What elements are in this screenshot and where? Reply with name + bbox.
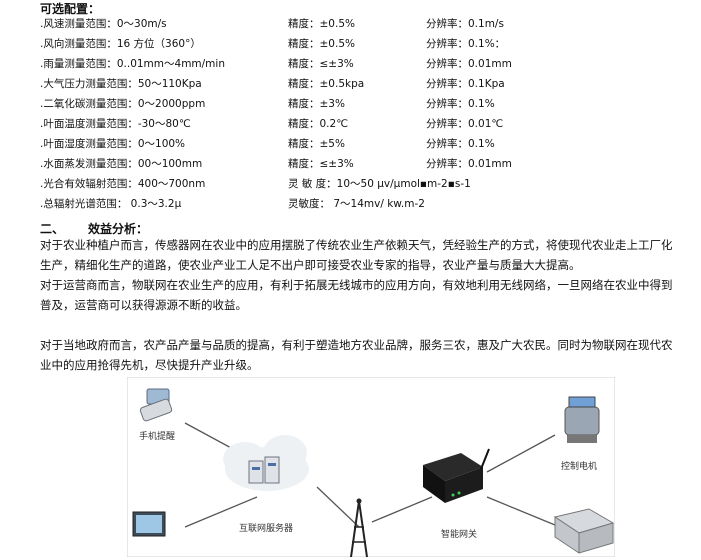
spec-range: .总辐射光谱范围： 0.3～3.2μ <box>40 198 182 210</box>
spec-precision: 灵敏度： 7～14mv/ kw.m-2 <box>288 198 425 210</box>
spec-precision: 精度：0.2℃ <box>288 118 348 130</box>
spec-precision: 精度：±0.5kpa <box>288 78 365 90</box>
paragraph-farmers: 对于农业种植户而言，传感器网在农业中的应用摆脱了传统农业生产依赖天气，凭经验生产… <box>40 238 673 272</box>
link-gateway-sensor <box>486 496 556 526</box>
server-icon <box>248 456 280 484</box>
spec-resolution: 分辨率：0.01mm <box>426 158 512 170</box>
paragraph-government: 对于当地政府而言，农产品产量与品质的提高，有利于塑造地方农业品牌，服务三农，惠及… <box>40 338 673 372</box>
link-tower-gateway <box>371 496 433 523</box>
link-gateway-motor <box>486 434 556 473</box>
options-heading: 可选配置： <box>40 2 101 16</box>
spec-resolution: 分辨率：0.01℃ <box>426 118 504 130</box>
section-number: 二、 <box>40 222 65 236</box>
computer-icon <box>132 511 166 537</box>
spec-precision: 精度：±0.5% <box>288 18 355 30</box>
network-diagram: 手机提醒 互联网服务器 <box>126 376 616 558</box>
phone-icon <box>139 388 173 422</box>
server-label: 互联网服务器 <box>239 522 293 534</box>
gateway-label: 智能网关 <box>441 528 477 540</box>
spec-precision: 精度：≤±3% <box>288 158 354 170</box>
spec-resolution: 分辨率：0.1%： <box>426 38 506 50</box>
motor-label: 控制电机 <box>561 460 597 472</box>
spec-resolution: 分辨率：0.01mm <box>426 58 512 70</box>
spec-range: .风向测量范围：16 方位（360°） <box>40 38 201 50</box>
spec-resolution: 分辨率：0.1Kpa <box>426 78 505 90</box>
spec-resolution: 分辨率：0.1% <box>426 98 495 110</box>
sensor-box-icon <box>553 508 615 554</box>
link-server-tower <box>316 486 360 528</box>
spec-precision: 精度：±3% <box>288 98 345 110</box>
spec-range: .光合有效辐射范围：400～700nm <box>40 178 206 190</box>
spec-resolution: 分辨率：0.1% <box>426 138 495 150</box>
spec-range: .风速测量范围：0～30m/s <box>40 18 167 30</box>
spec-range: .雨量测量范围：0..01mm～4mm/min <box>40 58 225 70</box>
gateway-icon <box>423 448 490 503</box>
spec-range: .叶面温度测量范围：-30～80℃ <box>40 118 191 130</box>
spec-precision: 灵 敏 度：10～50 μv/μmol▪m-2▪s-1 <box>288 178 471 190</box>
spec-range: .水面蒸发测量范围：00～100mm <box>40 158 203 170</box>
tower-icon <box>350 498 368 558</box>
phone-label: 手机提醒 <box>139 430 175 442</box>
spec-range: .叶面湿度测量范围：0～100% <box>40 138 186 150</box>
spec-precision: 精度：≤±3% <box>288 58 354 70</box>
motor-icon <box>564 396 600 443</box>
section-heading: 效益分析： <box>88 222 149 236</box>
spec-precision: 精度：±0.5% <box>288 38 355 50</box>
link-pc-server <box>184 496 258 528</box>
spec-range: .二氧化碳测量范围：0～2000ppm <box>40 98 206 110</box>
network-diagram-svg: 手机提醒 互联网服务器 <box>126 376 616 558</box>
spec-range: .大气压力测量范围：50～110Kpa <box>40 78 202 90</box>
paragraph-operators: 对于运营商而言，物联网在农业生产的应用，有利于拓展无线城市的应用方向，有效地利用… <box>40 278 673 312</box>
spec-precision: 精度：±5% <box>288 138 345 150</box>
spec-resolution: 分辨率：0.1m/s <box>426 18 504 30</box>
